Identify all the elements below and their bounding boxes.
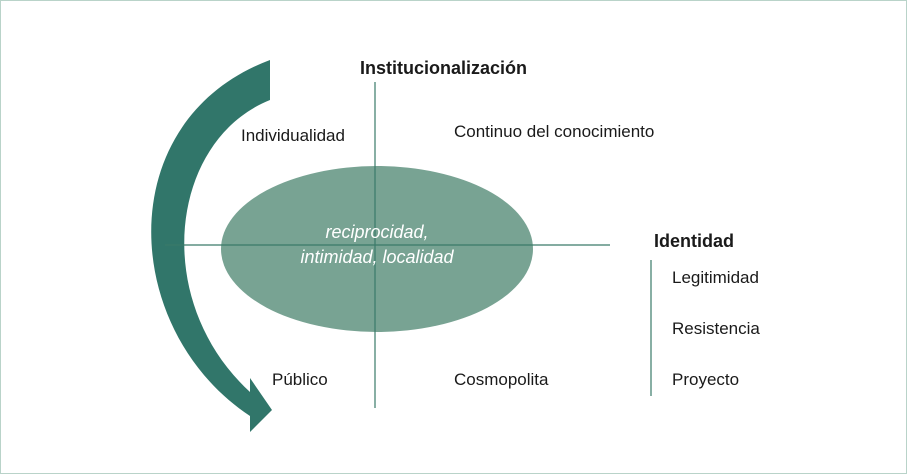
center-text-line-1: reciprocidad, [325,222,429,242]
curved-arrow-icon [151,60,272,432]
center-text: reciprocidad, intimidad, localidad [262,220,492,270]
quadrant-label-bottom-right: Cosmopolita [454,370,549,389]
identity-item: Proyecto [672,370,740,389]
identity-item: Resistencia [672,319,760,338]
center-ellipse [221,166,533,332]
horizontal-axis-title: Identidad [654,231,734,251]
center-text-line-2: intimidad, localidad [300,247,454,267]
quadrant-label-top-right: Continuo del conocimiento [454,122,655,141]
identity-item: Legitimidad [672,268,759,287]
vertical-axis-title: Institucionalización [360,58,528,78]
quadrant-label-bottom-left: Público [272,370,328,389]
quadrant-label-top-left: Individualidad [241,126,345,145]
